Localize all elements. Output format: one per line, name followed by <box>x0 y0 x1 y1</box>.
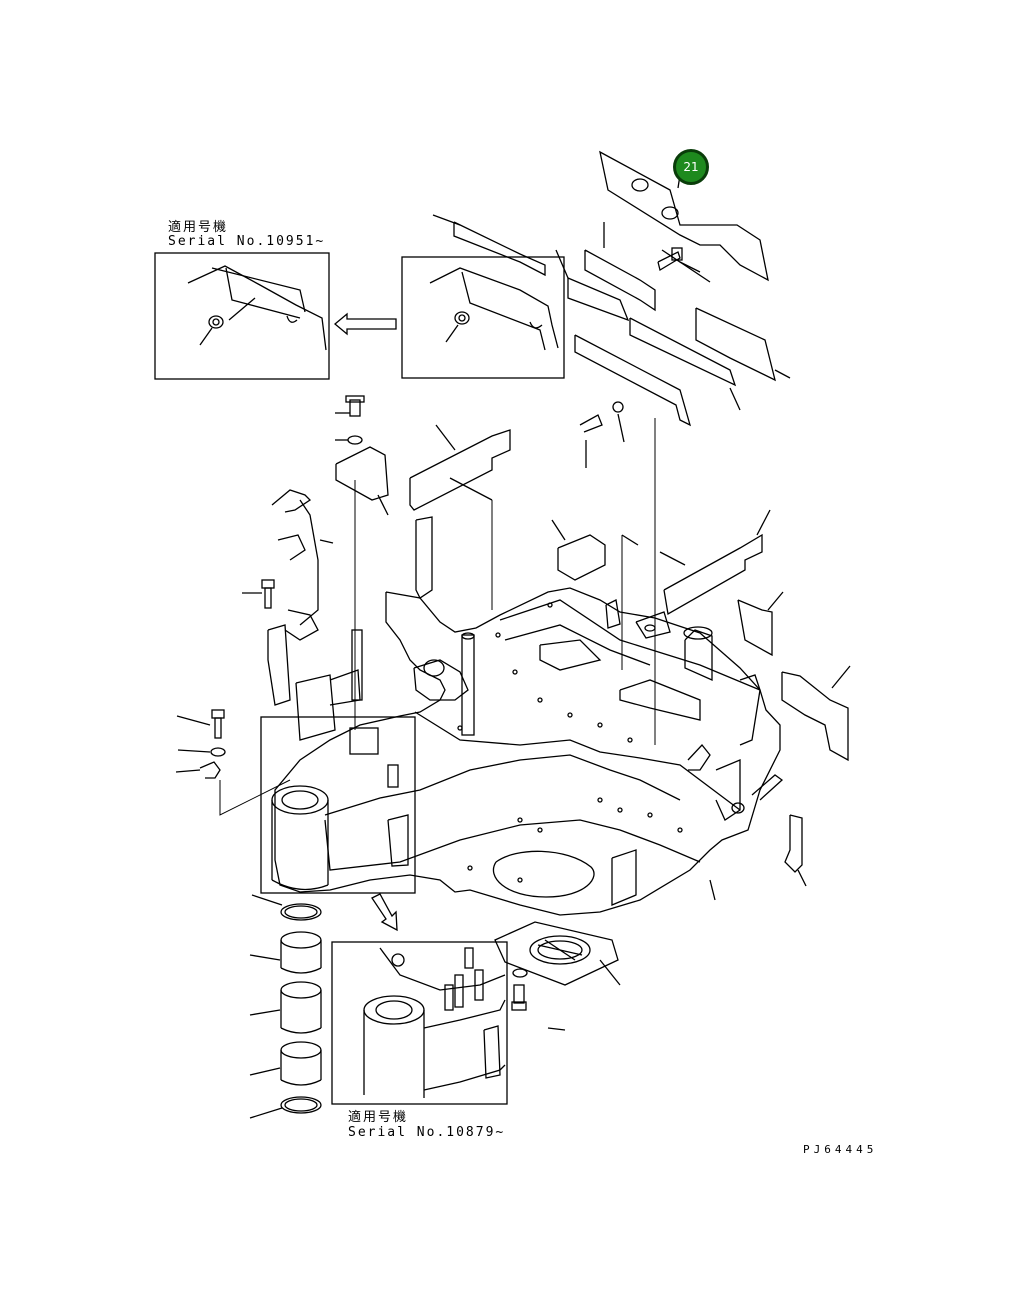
detail-box-current <box>401 256 565 379</box>
pivot-detail-frame <box>260 716 416 894</box>
serial-note-bottom-title: 適用号機 <box>348 1110 409 1125</box>
upper-cover-parts <box>432 150 791 468</box>
foam-blocks <box>409 424 851 887</box>
bushings-stack <box>249 894 322 1119</box>
arrow-left <box>333 312 397 336</box>
left-hardware <box>175 395 389 816</box>
serial-note-top-number: Serial No.10951~ <box>168 234 326 249</box>
main-revolving-frame <box>274 418 784 916</box>
swing-pivot-cylinder <box>271 727 399 891</box>
arrow-down <box>371 893 398 932</box>
detail-box-serial-10879 <box>331 941 508 1105</box>
serial-note-bottom-number: Serial No.10879~ <box>348 1125 506 1140</box>
drawing-code: PJ64445 <box>803 1143 878 1156</box>
detail-box-serial-10951 <box>154 252 330 380</box>
serial-note-top-title: 適用号機 <box>168 220 229 235</box>
part-callout-21[interactable]: 21 <box>673 149 709 185</box>
grille-plate <box>494 921 621 1031</box>
